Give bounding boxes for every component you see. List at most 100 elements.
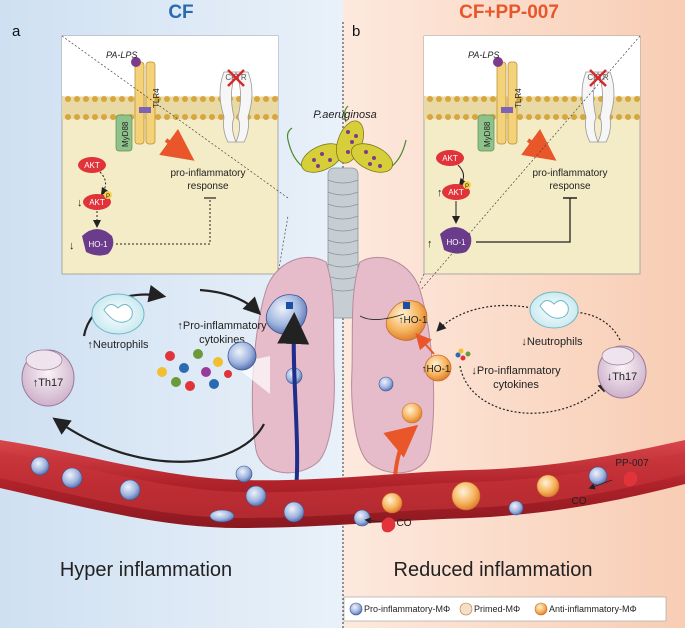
th17-label-right: ↓Th17 [607,371,638,383]
ho1-protein [82,229,114,256]
response-label-line1: pro-inflammatory [170,168,245,179]
ho1-change-arrow-right: ↑ [427,238,433,250]
left-footer-label: Hyper inflammation [60,559,232,581]
th17-label-left: ↑Th17 [33,377,64,389]
akt-change-arrow: ↓ [77,197,83,209]
panel-letter-b: b [352,23,360,40]
cftr-channel: CFTR [219,69,253,143]
akt-top [78,157,106,173]
ho1-macrophage [424,348,471,382]
legend-label-pro: Pro-inflammatory-MΦ [364,604,450,614]
legend-label-anti: Anti-inflammatory-MΦ [549,604,637,614]
co-arrow-1 [588,479,613,490]
ho1-protein-right [440,227,472,254]
lung-to-th17-arrow-right [459,365,608,414]
akt-change-arrow-right: ↑ [437,187,443,199]
tlr4-signal-arrow-right [521,128,557,161]
co-label-2: CO [397,518,412,529]
akt-phospho-arrow [99,171,109,196]
phospho-label: P [106,194,110,200]
neutrophil-to-lung-arrow-right [436,304,533,332]
ho1-label-right: HO-1 [446,238,466,247]
neutrophil-right [529,291,579,329]
pseudomonas-bacteria [286,105,407,173]
secreting-macrophage [227,341,257,371]
right-footer-label: Reduced inflammation [394,559,593,581]
tlr4-label-right: TLR4 [514,88,523,108]
ho1-lung-label: ↑HO-1 [399,315,428,326]
akt-top-label-right: AKT [442,154,458,163]
recruitment-arrow-left [277,312,310,493]
pa-lps-label: PA-LPS [106,50,137,60]
neutrophil-to-lung-arrow [199,288,262,316]
neutrophil-left [91,293,145,335]
cytokine-dots [157,349,232,391]
myd88-label-right: MyD88 [483,121,492,147]
akt-bottom-right [442,184,470,200]
myd88-box-right [477,114,495,152]
myd88-label: MyD88 [121,121,130,147]
akt-phospho-arrow-right [457,164,467,187]
th17-to-neutrophil-arrow-right [567,307,621,341]
primed-macrophage [401,402,423,424]
th17-cell-left [21,349,75,407]
right-panel-title: CF+PP-007 [459,2,559,23]
akt-bottom-label-right: AKT [448,188,464,197]
tlr4-receptor: TLR4 [131,57,161,145]
panel-letter-a: a [12,23,21,40]
lung-arrow-small-left [281,325,301,341]
vessel-cells-left [30,456,305,523]
ho1-change-arrow: ↓ [69,240,75,252]
pp007-drop [381,517,396,533]
co-arrow-2 [364,517,383,524]
akt-bottom [83,194,111,210]
legend-label-primed: Primed-MΦ [474,604,520,614]
phospho-label-right: P [465,184,469,190]
right-inset: TLR4 PA-LPS MyD88 CFTR pro-inflammatory … [423,35,641,275]
phospho-badge-right [463,181,471,189]
neutrophils-label-right: ↓Neutrophils [521,336,583,348]
lung-arrow-small-right [359,313,405,320]
tlr4-label: TLR4 [152,88,161,108]
ho1-inhibition-line-right [476,198,571,243]
trachea [291,167,395,325]
legend-swatch-anti [534,602,548,616]
ho1-inhibition-line [116,198,211,245]
tlr4-signal-arrow [159,128,195,161]
akt-top-label: AKT [84,161,100,170]
cftr-channel-right: CFTR [581,69,615,143]
legend-swatch-primed [459,602,473,616]
lung-to-th17-arrow [52,417,265,463]
akt-bottom-label: AKT [89,198,105,207]
cytokines-label-right-line1: ↓Pro-inflammatory [471,365,561,377]
lung-macrophage-right [385,300,428,341]
left-inset: TLR4 PA-LPS MyD88 CFTR pro-inflammatory … [61,35,279,275]
cytokines-label-left-line1: ↑Pro-inflammatory [177,320,267,332]
co-label-1: CO [572,496,587,507]
ho1-label: HO-1 [88,240,108,249]
response-label-line2: response [187,181,229,192]
pa-lps-label-right: PA-LPS [468,50,499,60]
cytokines-label-right-line2: cytokines [493,379,539,391]
ho1-cell-label: ↑HO-1 [422,364,451,375]
legend: Pro-inflammatory-MΦ Primed-MΦ Anti-infla… [343,596,667,622]
cytokines-label-left-line2: cytokines [199,334,245,346]
th17-cell-right [597,345,647,399]
pp007-drop [623,471,638,487]
bacteria-label: P.aeruginosa [313,109,376,121]
myd88-box [115,114,133,152]
tlr4-receptor-right: TLR4 [493,57,523,145]
vessel-cells-right [353,466,608,527]
akt-top-right [436,150,464,166]
small-macrophage [378,376,394,392]
legend-swatch-pro [349,602,363,616]
ho1-upregulation-arrow [415,333,435,355]
response-label-line2-right: response [549,181,591,192]
neutrophils-label-left: ↑Neutrophils [87,339,149,351]
left-panel-title: CF [168,2,193,23]
zoom-line-left-b [277,215,289,275]
response-label-line1-right: pro-inflammatory [532,168,607,179]
pp007-label: PP-007 [615,458,649,469]
